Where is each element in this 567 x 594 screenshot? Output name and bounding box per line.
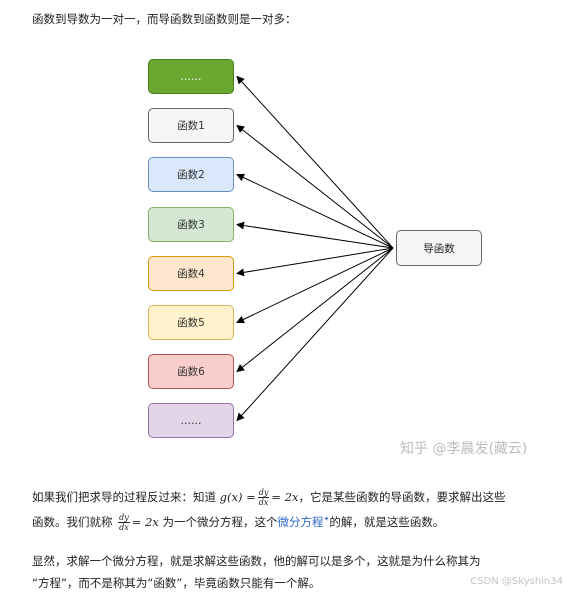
frac2-denominator: dx — [119, 522, 129, 532]
formula-rhs: = 2x — [271, 490, 299, 504]
arrow-6 — [236, 247, 394, 373]
frac-numerator: dy — [257, 488, 270, 498]
function-box-5: 函数5 — [148, 305, 234, 340]
arrow-0 — [236, 75, 394, 249]
function-box-1: 函数1 — [148, 108, 234, 143]
formula-lhs: g(x) = — [219, 490, 256, 504]
para1-line2-start: 函数。我们就称 — [32, 514, 117, 529]
function-box-3: 函数3 — [148, 207, 234, 242]
arrow-5 — [236, 247, 394, 324]
function-diagram: …… 函数1 函数2 函数3 函数4 函数5 函数6 …… 导函数 知乎 @李晨发(藏云) — [148, 59, 528, 457]
differential-equation-link[interactable]: 微分方程 — [277, 514, 324, 529]
arrow-3 — [236, 221, 394, 249]
para2-line1: 显然，求解一个微分方程，就是求解这些函数，他的解可以是多个，这就是为什么称其为 — [32, 554, 481, 568]
para1-line2-end: 的解，就是这些函数。 — [329, 514, 445, 529]
intro-text: 函数到导数为一对一，而导函数到函数则是一对多： — [32, 12, 297, 26]
function-box-label: 函数3 — [177, 219, 205, 231]
arrow-1 — [236, 124, 394, 249]
function-box-label: …… — [180, 70, 202, 83]
function-box-0: …… — [148, 59, 234, 94]
paragraph-2: 显然，求解一个微分方程，就是求解这些函数，他的解可以是多个，这就是为什么称其为 … — [32, 550, 552, 594]
function-box-4: 函数4 — [148, 256, 234, 291]
function-box-6: 函数6 — [148, 354, 234, 389]
link-mark-icon: ✦ — [323, 515, 330, 523]
function-box-7: …… — [148, 403, 234, 438]
function-box-label: 函数5 — [177, 317, 205, 329]
frac2-numerator: dy — [118, 512, 130, 523]
arrow-4 — [236, 247, 394, 277]
function-box-label: …… — [180, 414, 202, 427]
zhihu-watermark: 知乎 @李晨发(藏云) — [400, 441, 528, 457]
para2-line2: “方程”，而不是称其为“函数”，毕竟函数只能有一个解。 — [32, 576, 321, 590]
arrow-2 — [236, 173, 394, 249]
derivative-box-label: 导函数 — [423, 242, 455, 255]
arrow-layer — [236, 75, 394, 422]
para1-text-after: ，它是某些函数的导函数，要求解出这些 — [298, 490, 506, 504]
para1-line2-mid: 为一个微分方程，这个 — [158, 514, 278, 529]
function-box-2: 函数2 — [148, 157, 234, 192]
function-box-label: 函数4 — [177, 268, 205, 280]
para1-text-before: 如果我们把求导的过程反过来：知道 — [32, 490, 220, 504]
function-box-label: 函数2 — [177, 169, 205, 181]
function-box-label: 函数1 — [177, 120, 205, 132]
frac-denominator: dx — [258, 498, 269, 507]
formula2-rhs: = 2x — [131, 514, 159, 529]
derivative-box: 导函数 — [396, 230, 482, 266]
csdn-watermark: CSDN @Skyshin34 — [470, 576, 563, 587]
function-box-label: 函数6 — [177, 366, 205, 378]
arrow-7 — [236, 247, 394, 422]
